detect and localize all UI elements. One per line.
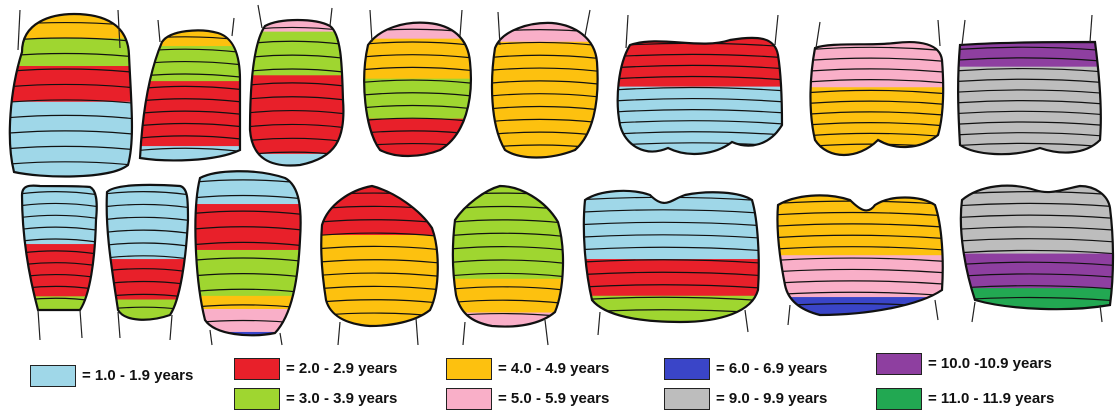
- root-line: [1090, 15, 1092, 42]
- swatch-6-years: [664, 358, 710, 380]
- legend-label-3-years: = 3.0 - 3.9 years: [286, 390, 397, 407]
- root-line: [775, 15, 778, 45]
- age-band-c3: [362, 79, 473, 120]
- top-tooth-5: [490, 10, 600, 158]
- legend-label-10-years: = 10.0 -10.9 years: [928, 355, 1052, 372]
- age-band-c4: [451, 279, 565, 313]
- bottom-tooth-4: [319, 186, 440, 345]
- root-line: [972, 302, 975, 322]
- age-band-c4: [362, 39, 473, 80]
- root-line: [460, 10, 462, 36]
- root-line: [118, 312, 120, 338]
- root-line: [158, 20, 160, 42]
- swatch-9-years: [664, 388, 710, 410]
- swatch-1-years: [30, 365, 76, 387]
- top-tooth-2: [138, 18, 242, 161]
- swatch-5-years: [446, 388, 492, 410]
- root-line: [463, 322, 465, 345]
- age-band-c2: [248, 75, 345, 154]
- swatch-10-years: [876, 353, 922, 375]
- root-line: [338, 322, 340, 345]
- age-band-c10: [959, 254, 1115, 289]
- root-line: [545, 320, 548, 345]
- root-line: [370, 10, 372, 42]
- root-line: [598, 312, 600, 335]
- age-band-c4: [193, 296, 302, 310]
- age-band-c5: [490, 23, 600, 42]
- age-band-c2: [582, 259, 761, 296]
- legend-label-2-years: = 2.0 - 2.9 years: [286, 360, 397, 377]
- age-band-c10: [956, 42, 1103, 67]
- root-line: [935, 300, 938, 320]
- root-line: [788, 305, 790, 325]
- root-line: [330, 8, 332, 26]
- bottom-tooth-1: [20, 186, 99, 340]
- bottom-tooth-3: [193, 171, 302, 345]
- age-band-c1: [193, 171, 302, 204]
- root-line: [18, 10, 20, 50]
- swatch-2-years: [234, 358, 280, 380]
- root-line: [626, 15, 628, 48]
- root-line: [210, 330, 212, 345]
- legend-label-1-years: = 1.0 - 1.9 years: [82, 367, 193, 384]
- root-line: [416, 318, 418, 345]
- bottom-tooth-6: [582, 191, 761, 335]
- root-line: [585, 10, 590, 36]
- age-band-c9: [959, 186, 1115, 255]
- age-band-c1: [8, 102, 134, 177]
- swatch-3-years: [234, 388, 280, 410]
- top-tooth-4: [362, 10, 473, 157]
- legend-label-5-years: = 5.0 - 5.9 years: [498, 390, 609, 407]
- top-tooth-6: [616, 15, 784, 155]
- bottom-tooth-7: [775, 195, 944, 325]
- root-line: [38, 310, 40, 340]
- legend-label-9-years: = 9.0 - 9.9 years: [716, 390, 827, 407]
- age-band-c5: [775, 255, 944, 297]
- root-line: [962, 20, 965, 45]
- root-line: [280, 333, 282, 345]
- bottom-tooth-8: [959, 186, 1115, 322]
- top-tooth-7: [808, 20, 945, 156]
- legend-label-6-years: = 6.0 - 6.9 years: [716, 360, 827, 377]
- age-band-c5: [362, 23, 473, 40]
- swatch-4-years: [446, 358, 492, 380]
- top-tooth-3: [248, 5, 345, 166]
- root-line: [232, 18, 234, 36]
- age-band-c1: [105, 185, 190, 260]
- root-line: [170, 315, 172, 340]
- root-line: [745, 310, 748, 332]
- legend-label-4-years: = 4.0 - 4.9 years: [498, 360, 609, 377]
- legend-label-11-years: = 11.0 - 11.9 years: [928, 390, 1054, 407]
- top-tooth-1: [8, 10, 134, 177]
- root-line: [938, 20, 940, 46]
- swatch-11-years: [876, 388, 922, 410]
- root-line: [1100, 305, 1102, 322]
- root-line: [258, 5, 262, 28]
- bottom-tooth-2: [105, 185, 190, 340]
- root-line: [80, 310, 82, 338]
- top-tooth-8: [956, 15, 1103, 155]
- bottom-tooth-5: [451, 186, 565, 345]
- age-band-c3: [8, 38, 134, 66]
- age-band-c2: [362, 119, 473, 157]
- root-line: [816, 22, 820, 48]
